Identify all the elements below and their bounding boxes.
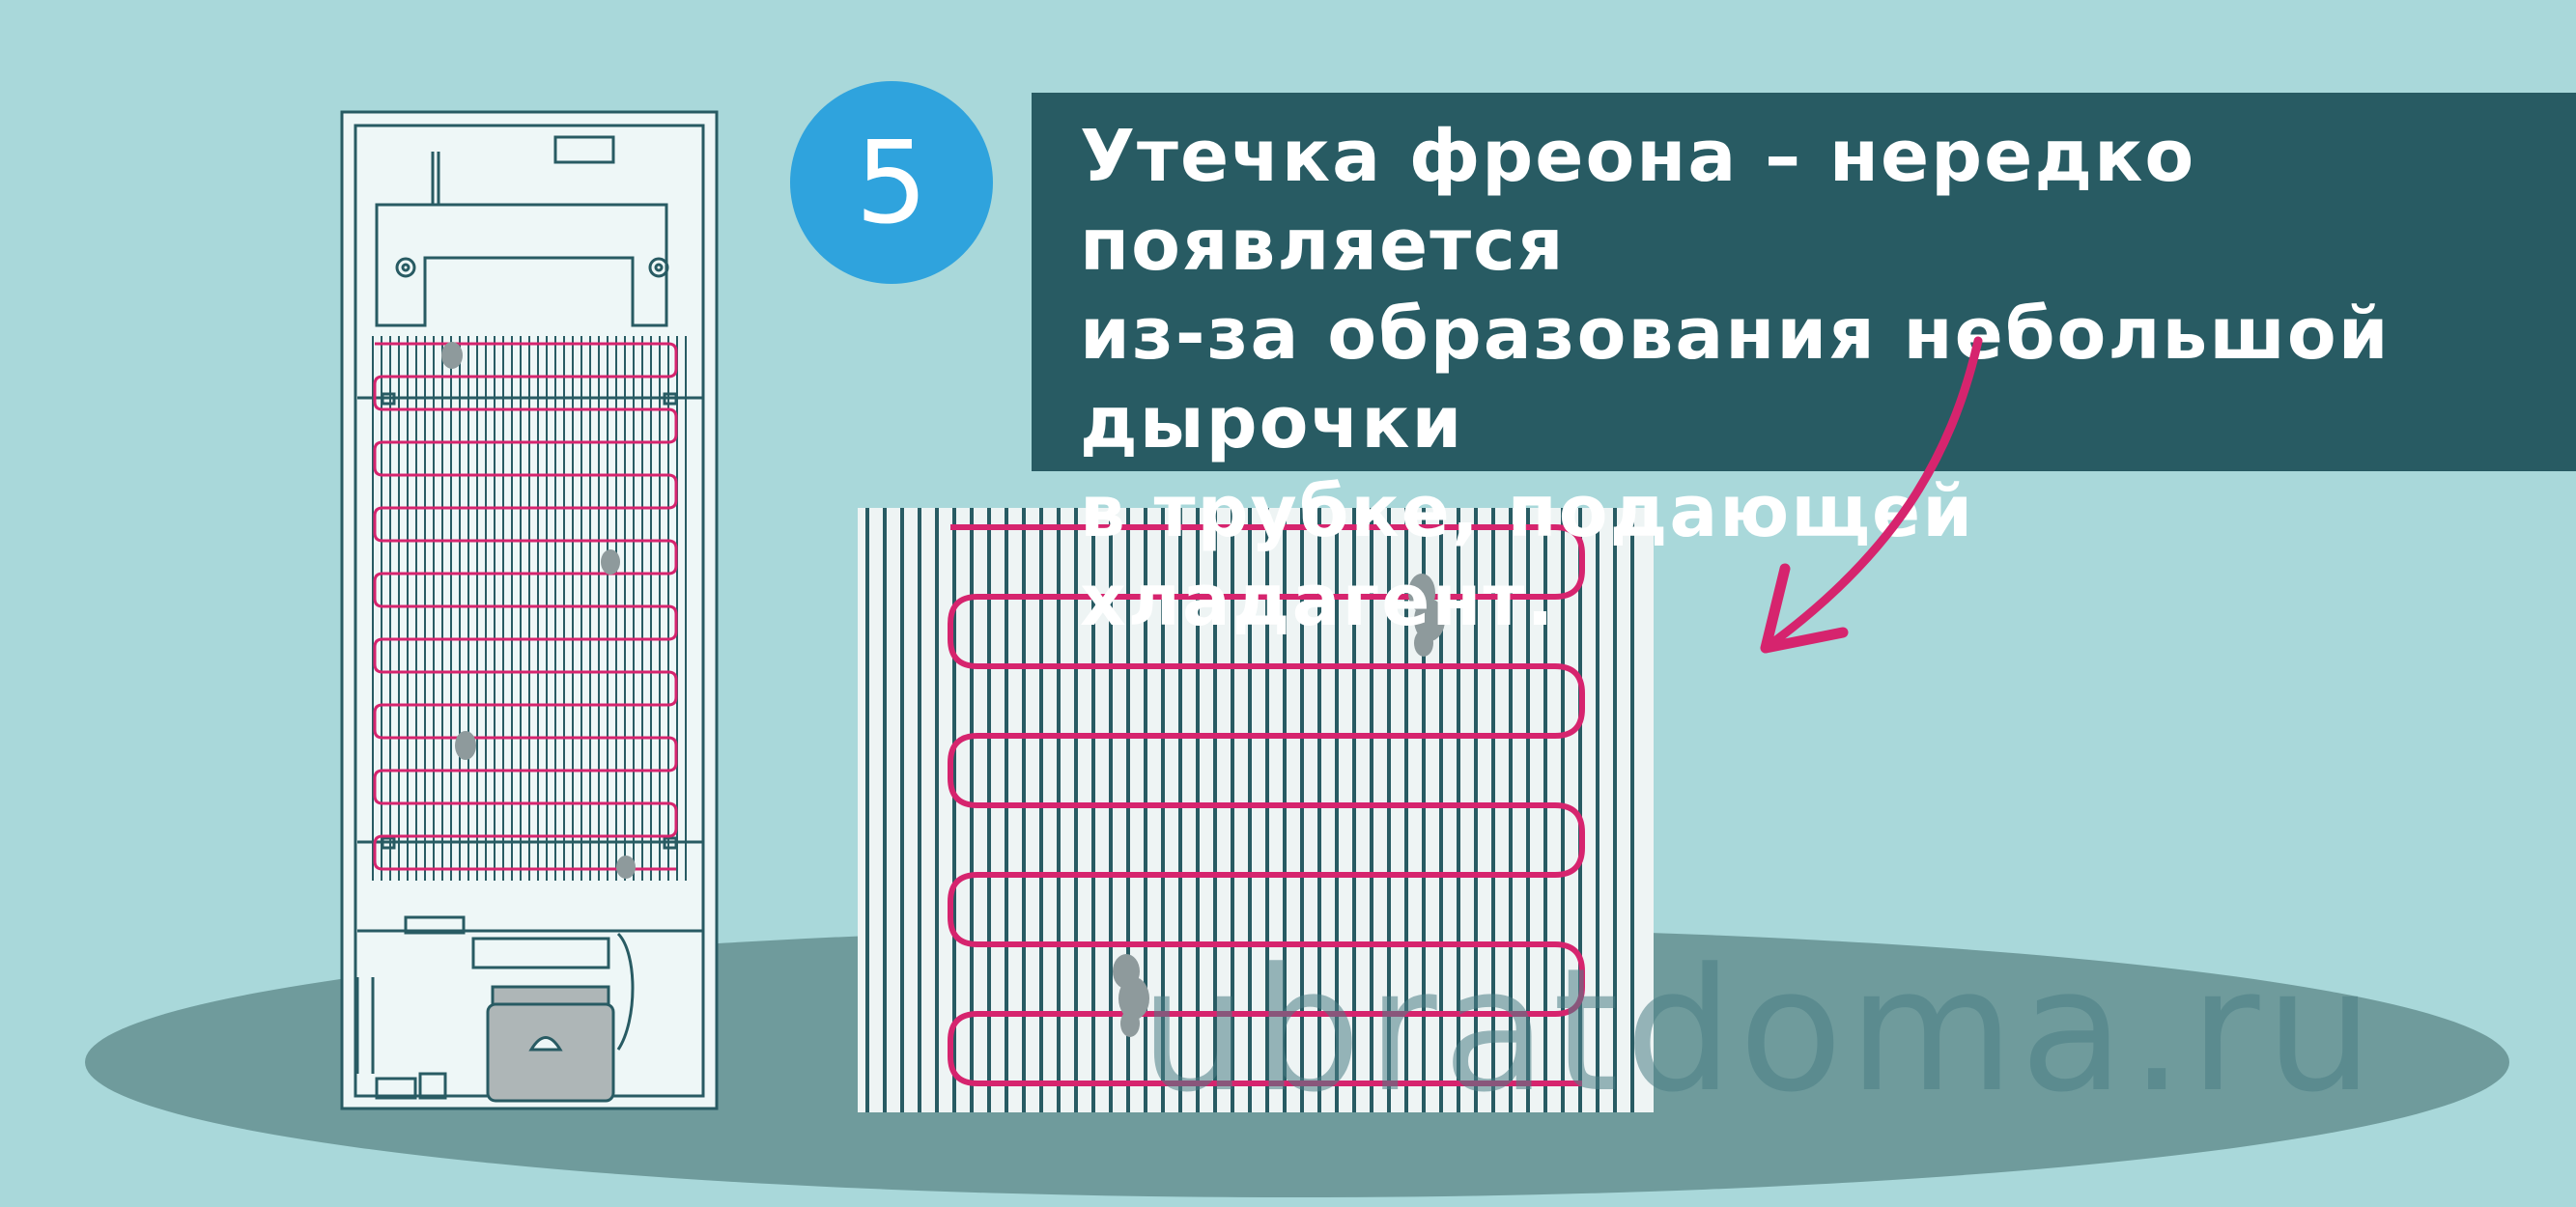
step-number-badge: 5 <box>790 81 993 284</box>
callout-box: Утечка фреона – нередко появляется из-за… <box>1032 93 2576 642</box>
callout-line: в трубке, подающей <box>1080 470 1975 553</box>
arrow-icon <box>1760 336 1983 654</box>
condenser-coil-icon <box>858 508 1654 1112</box>
callout-line: из-за образования небольшой дырочки <box>1080 293 2391 464</box>
fridge-back-icon <box>340 110 719 1110</box>
watermark: ubratdoma.ru <box>1140 932 2380 1130</box>
callout-line: хладагент. <box>1080 559 1556 642</box>
callout-line: Утечка фреона – нередко появляется <box>1080 115 2196 287</box>
